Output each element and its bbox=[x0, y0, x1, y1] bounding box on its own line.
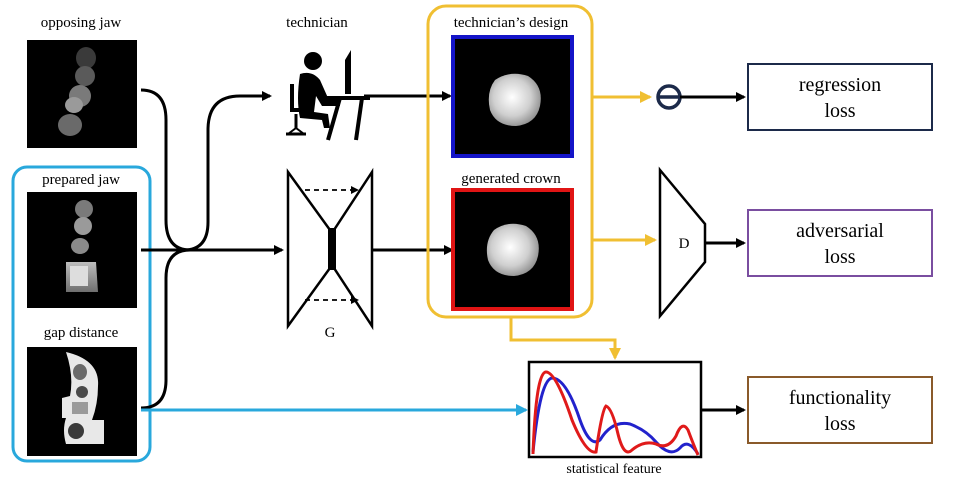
generator-label: G bbox=[325, 325, 336, 341]
gap-distance-label: gap distance bbox=[44, 325, 119, 341]
adversarial-loss-box: adversarial loss bbox=[747, 209, 933, 277]
compare-operator-icon bbox=[656, 84, 682, 110]
discriminator-label: D bbox=[679, 236, 690, 252]
feature-curve-blue bbox=[531, 376, 700, 455]
regression-loss-box: regression loss bbox=[747, 63, 933, 131]
statistical-feature-plot bbox=[527, 360, 703, 459]
generated-crown-image bbox=[451, 188, 574, 311]
functionality-loss-box: functionality loss bbox=[747, 376, 933, 444]
technician-design-label: technician’s design bbox=[454, 15, 569, 31]
opposing-jaw-label: opposing jaw bbox=[41, 15, 122, 31]
opposing-jaw-image bbox=[27, 40, 137, 148]
input-merge-path-bottom bbox=[140, 248, 191, 410]
generator-block bbox=[286, 167, 374, 331]
functionality-loss-line2: loss bbox=[824, 413, 855, 435]
designs-to-feature-arrow bbox=[509, 317, 621, 360]
regression-loss-line2: loss bbox=[824, 100, 855, 122]
gap-distance-image bbox=[27, 347, 137, 456]
technician-at-desk-icon bbox=[286, 50, 370, 141]
functionality-loss-line1: functionality bbox=[789, 387, 891, 409]
technician-design-image bbox=[451, 35, 574, 158]
regression-loss-line1: regression bbox=[799, 74, 881, 96]
feature-curve-red bbox=[531, 370, 700, 456]
adversarial-loss-line1: adversarial bbox=[796, 220, 884, 242]
discriminator-block bbox=[658, 166, 707, 320]
input-to-technician-arrow bbox=[183, 91, 272, 252]
input-merge-path-top bbox=[140, 88, 191, 252]
generated-crown-label: generated crown bbox=[461, 171, 561, 187]
prepared-jaw-label: prepared jaw bbox=[42, 172, 120, 188]
statistical-feature-label: statistical feature bbox=[566, 462, 661, 477]
prepared-jaw-image bbox=[27, 192, 137, 308]
technician-label: technician bbox=[286, 15, 348, 31]
adversarial-loss-line2: loss bbox=[824, 246, 855, 268]
input-group-frame bbox=[11, 165, 152, 463]
